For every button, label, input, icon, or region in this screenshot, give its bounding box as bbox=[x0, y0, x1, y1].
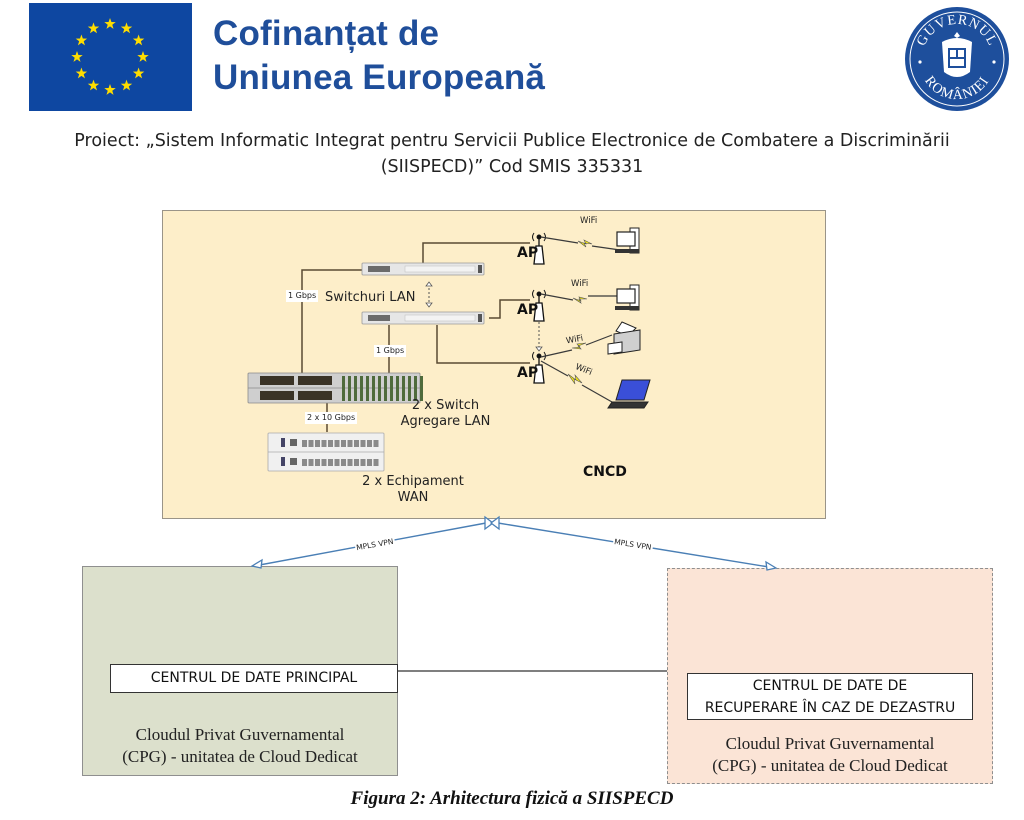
wan-equipment-label: 2 x Echipament WAN bbox=[358, 474, 468, 506]
wifi-label-2: WiFi bbox=[571, 279, 589, 289]
dr-dc-title-line-2: RECUPERARE ÎN CAZ DE DEZASTRU bbox=[704, 700, 956, 716]
link-speed-uplink-left: 1 Gbps bbox=[286, 290, 319, 302]
aggregation-label-line-1: 2 x Switch bbox=[411, 398, 480, 413]
dr-dc-title-line-1: CENTRUL DE DATE DE bbox=[752, 678, 908, 694]
cofinanced-line-2: Uniunea Europeană bbox=[213, 58, 546, 97]
romanian-government-seal-icon: GUVERNUL ROMÂNIEI bbox=[902, 4, 1012, 114]
eu-star-icon bbox=[87, 79, 100, 91]
cofinanced-line-1: Cofinanțat de bbox=[213, 14, 440, 53]
primary-datacenter-title: CENTRUL DE DATE PRINCIPAL bbox=[110, 664, 398, 693]
eu-star-icon bbox=[75, 67, 88, 79]
eu-star-icon bbox=[120, 22, 133, 34]
aggregation-switch-label: 2 x Switch Agregare LAN bbox=[398, 398, 493, 430]
cofinanced-title: Cofinanțat de Uniunea Europeană bbox=[213, 12, 545, 100]
wifi-label-1: WiFi bbox=[580, 216, 598, 226]
eu-flag-icon bbox=[29, 3, 192, 111]
eu-flag-logo bbox=[29, 3, 192, 111]
lan-switches-label: Switchuri LAN bbox=[325, 290, 416, 305]
eu-star-icon bbox=[87, 22, 100, 34]
vpn-link-dr-label: MPLS VPN bbox=[612, 536, 654, 553]
link-speed-wan: 2 x 10 Gbps bbox=[305, 412, 358, 424]
access-point-2-label: AP bbox=[517, 302, 539, 318]
dr-dc-desc-line-2: (CPG) - unitatea de Cloud Dedicat bbox=[712, 756, 948, 775]
dr-datacenter-title: CENTRUL DE DATE DE RECUPERARE ÎN CAZ DE … bbox=[687, 673, 973, 720]
eu-star-icon bbox=[120, 79, 133, 91]
eu-star-icon bbox=[104, 18, 116, 29]
eu-star-icon bbox=[104, 84, 116, 95]
wan-label-line-1: 2 x Echipament bbox=[362, 474, 464, 489]
primary-datacenter-description: Cloudul Privat Guvernamental (CPG) - uni… bbox=[82, 724, 398, 768]
project-line-1: Proiect: „Sistem Informatic Integrat pen… bbox=[74, 131, 950, 151]
dr-datacenter-description: Cloudul Privat Guvernamental (CPG) - uni… bbox=[667, 733, 993, 777]
vpn-link-primary-label: MPLS VPN bbox=[354, 536, 396, 553]
eu-star-icon bbox=[137, 51, 149, 62]
cncd-site-box bbox=[162, 210, 826, 519]
primary-dc-desc-line-1: Cloudul Privat Guvernamental bbox=[135, 725, 345, 744]
dr-dc-desc-line-1: Cloudul Privat Guvernamental bbox=[725, 734, 935, 753]
wan-label-line-2: WAN bbox=[397, 490, 429, 505]
eu-star-icon bbox=[71, 51, 83, 62]
eu-star-icon bbox=[132, 67, 145, 79]
aggregation-label-line-2: Agregare LAN bbox=[400, 414, 491, 429]
access-point-1-label: AP bbox=[517, 245, 539, 261]
eu-star-icon bbox=[75, 34, 88, 46]
eu-star-icon bbox=[132, 34, 145, 46]
primary-dc-desc-line-2: (CPG) - unitatea de Cloud Dedicat bbox=[122, 747, 358, 766]
project-description: Proiect: „Sistem Informatic Integrat pen… bbox=[0, 128, 1024, 180]
figure-caption: Figura 2: Arhitectura fizică a SIISPECD bbox=[350, 788, 674, 809]
cncd-label: CNCD bbox=[583, 464, 627, 480]
access-point-3-label: AP bbox=[517, 365, 539, 381]
link-speed-uplink-center: 1 Gbps bbox=[374, 345, 407, 357]
project-line-2: (SIISPECD)” Cod SMIS 335331 bbox=[380, 157, 644, 177]
